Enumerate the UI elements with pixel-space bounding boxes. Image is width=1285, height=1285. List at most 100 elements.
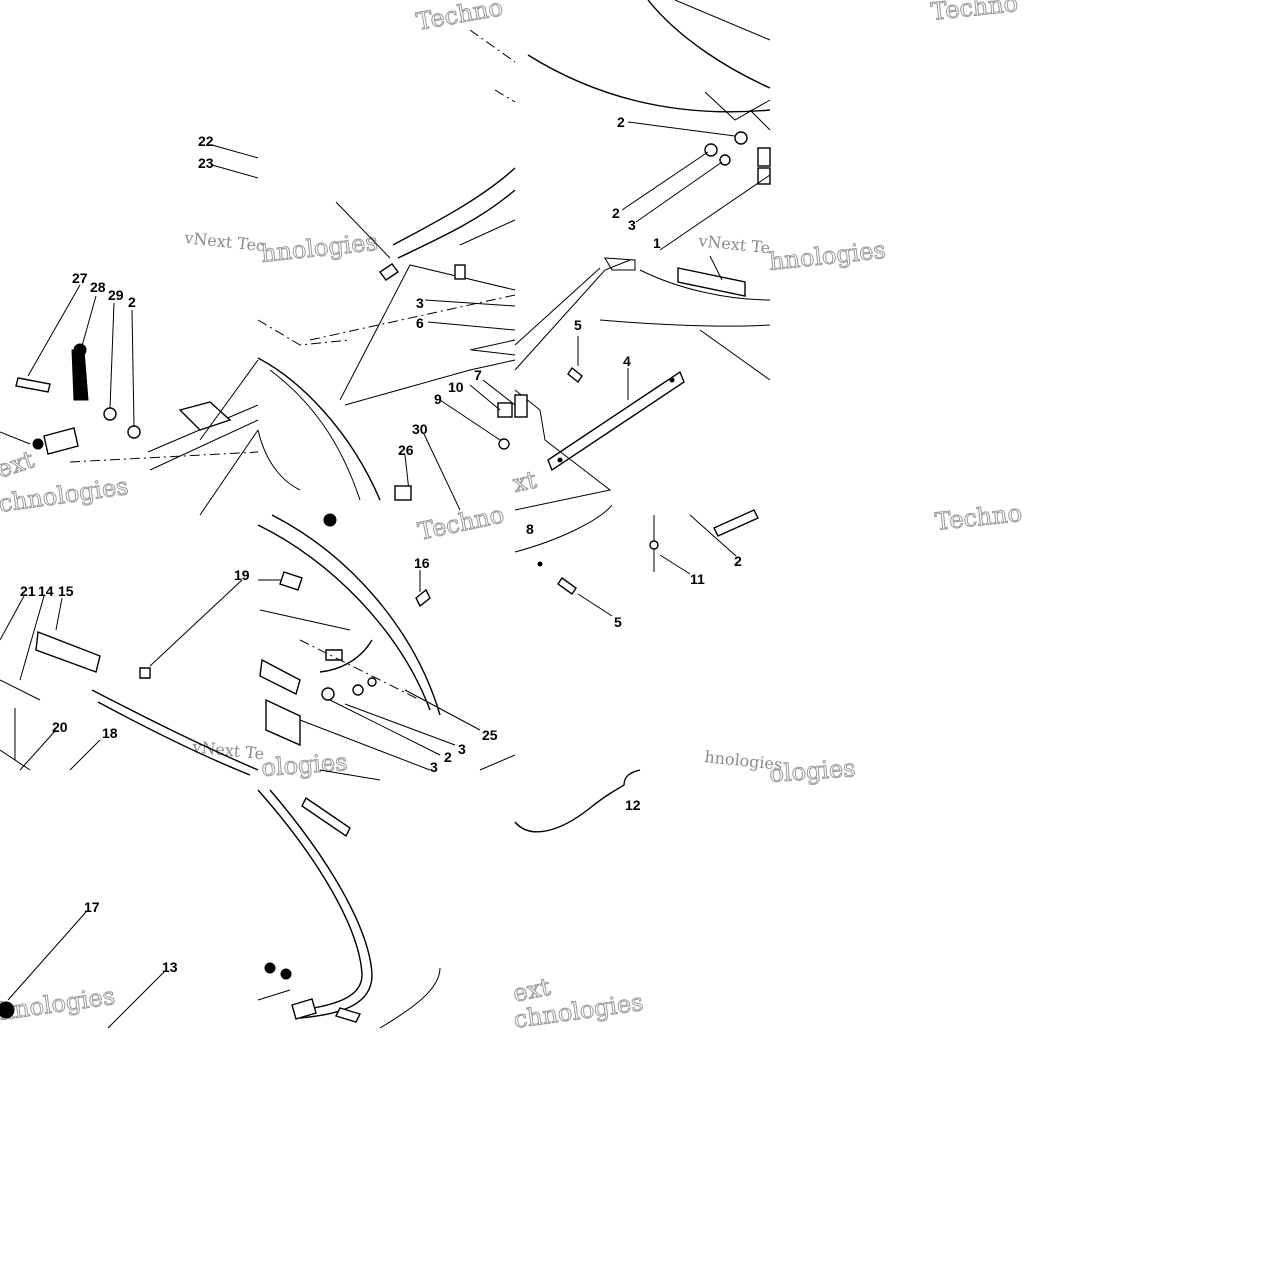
lamp-housing [265,698,301,747]
panel-curve [639,269,771,301]
panel-line [257,989,291,1001]
washer-29 [103,407,117,421]
nut [32,438,44,450]
nut [280,968,292,980]
watermark-text: ologies [768,754,856,788]
leader-line [627,121,736,137]
leader-line [329,699,441,756]
panel-curve [379,967,441,1029]
watermark-text: vNext Tec [183,228,266,255]
callout-29: 29 [108,287,124,303]
leader-line [423,433,461,511]
watermark-text: xt [510,466,539,498]
watermark-text: vNext Te [697,231,772,258]
bumper-arc-outer [271,514,441,716]
callout-26: 26 [398,442,414,458]
leader-line [439,399,501,441]
panel-outline [344,359,516,406]
nut [734,131,748,145]
bracket [259,658,301,696]
rear-bumper-outer [269,789,373,1019]
bumper-rail-inner [97,701,251,776]
panel-curve [514,504,613,553]
screw-19 [139,667,151,679]
panel-line [259,609,351,631]
callout-28: 28 [90,279,106,295]
cowl-curve [257,357,381,501]
screw [567,366,583,384]
rod [471,349,516,356]
latch-bracket [757,147,771,167]
callout-3: 3 [458,741,466,757]
watermark-text: Techno [414,0,505,36]
callout-11: 11 [690,571,705,587]
panel-curve [257,429,301,491]
leader-line [404,689,481,731]
hinge [178,401,232,431]
hood-lower-edge [527,54,771,113]
washer [498,438,510,450]
panel-line [199,429,259,516]
leader-line [424,299,516,307]
callout-2: 2 [128,294,136,310]
bolt-16 [415,588,431,608]
panel-outline [514,389,612,511]
leader-line [211,144,259,159]
washer [367,677,377,687]
trim-strip [677,267,746,297]
callout-10: 10 [448,379,464,395]
watermark-text: Techno [930,0,1020,26]
leader-line [577,593,613,617]
bracket-2 [713,509,759,537]
bolt-27 [15,377,51,393]
bolt [279,571,303,591]
watermark-text: Techno [934,499,1024,536]
callout-3: 3 [430,759,438,775]
watermark-text: hnologies [260,228,379,268]
centerline [309,294,516,341]
leader-line [689,514,737,557]
foot [291,998,317,1020]
bracket-15 [35,631,101,673]
leader-line [621,151,709,211]
panel-outline [339,264,516,401]
callout-9: 9 [434,391,442,407]
callout-labels: 22 23 2 2 3 1 27 28 29 2 3 6 5 4 7 10 9 … [20,114,742,975]
callout-12: 12 [625,797,641,813]
callout-18: 18 [102,725,118,741]
adjuster-28 [71,349,89,401]
leader-line [211,164,259,179]
callout-6: 6 [416,315,424,331]
panel-outline [514,259,631,371]
leader-line [69,739,101,771]
callout-22: 22 [198,133,214,149]
washer [719,154,731,166]
leader-line [0,679,41,701]
hood-bracket [704,91,771,121]
rod-1 [659,174,771,251]
watermark-text: Techno [415,500,506,546]
centerline [299,639,421,701]
leader-line [427,321,516,331]
callout-1: 1 [653,235,661,251]
watermark-text: chnologies [0,472,130,518]
leader-line [709,255,723,281]
fastener [378,263,400,281]
panel-line [469,339,516,351]
centerline [257,319,351,346]
callout-8: 8 [526,521,534,537]
bumper-arc [257,524,431,711]
nut [323,513,337,527]
nut [704,143,718,157]
callout-16: 16 [414,555,430,571]
callout-19: 19 [234,567,250,583]
knob [73,343,87,357]
latch-bracket [757,167,771,185]
leader-line [344,703,456,746]
callout-2: 2 [612,205,620,221]
windshield-rim-inner [397,189,516,259]
callout-20: 20 [52,719,68,735]
callout-2: 2 [444,749,452,765]
hood-edge [647,0,771,89]
leader-line [7,911,87,1001]
